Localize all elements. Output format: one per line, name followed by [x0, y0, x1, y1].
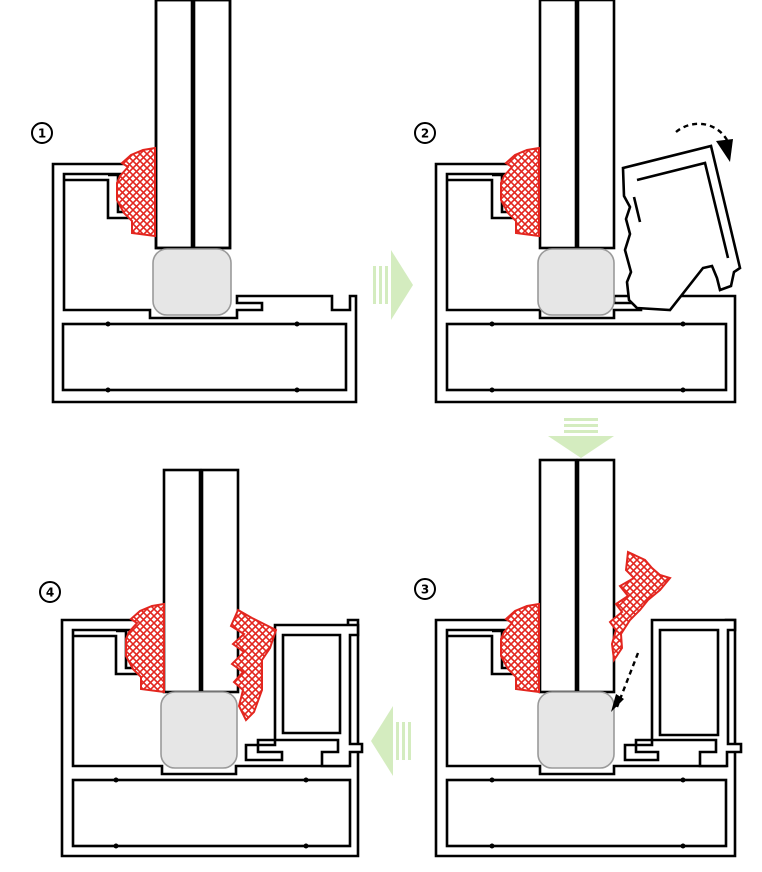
gasket	[500, 146, 540, 238]
glass-pane	[200, 468, 240, 694]
glazing-bead	[244, 623, 364, 768]
wedge-gasket	[608, 550, 672, 663]
setting-block	[160, 691, 238, 769]
setting-block	[537, 691, 615, 769]
lower-chamber	[61, 322, 348, 392]
step-number: 3	[421, 583, 429, 597]
glass-pane	[576, 458, 616, 694]
glass-pane	[162, 468, 202, 694]
step-number: 1	[38, 127, 46, 141]
step-1-panel: 1	[31, 0, 358, 404]
glass-pane	[538, 458, 578, 694]
setting-block	[152, 248, 232, 316]
setting-block	[537, 248, 615, 316]
glass-pane	[576, 0, 616, 250]
frame-profile	[434, 162, 737, 404]
glass-pane	[538, 0, 578, 250]
glass-pane	[154, 0, 194, 250]
step-4-panel: 4	[39, 468, 364, 858]
gasket	[116, 146, 156, 238]
step-3-panel: 3	[414, 458, 743, 858]
wedge-gasket	[229, 608, 278, 722]
step-number: 2	[421, 127, 429, 141]
step-2-panel: 2	[414, 0, 742, 404]
step-number: 4	[46, 586, 54, 600]
gasket	[500, 602, 540, 694]
glass-pane	[192, 0, 232, 250]
rotation-arrow	[675, 122, 729, 141]
glazing-bead	[623, 618, 743, 768]
flow-arrow-right	[373, 250, 413, 320]
flow-arrow-left	[371, 706, 411, 776]
frame-profile	[51, 162, 358, 404]
flow-arrow-down	[548, 418, 614, 458]
glazing-bead	[621, 144, 742, 312]
gasket	[125, 602, 165, 694]
